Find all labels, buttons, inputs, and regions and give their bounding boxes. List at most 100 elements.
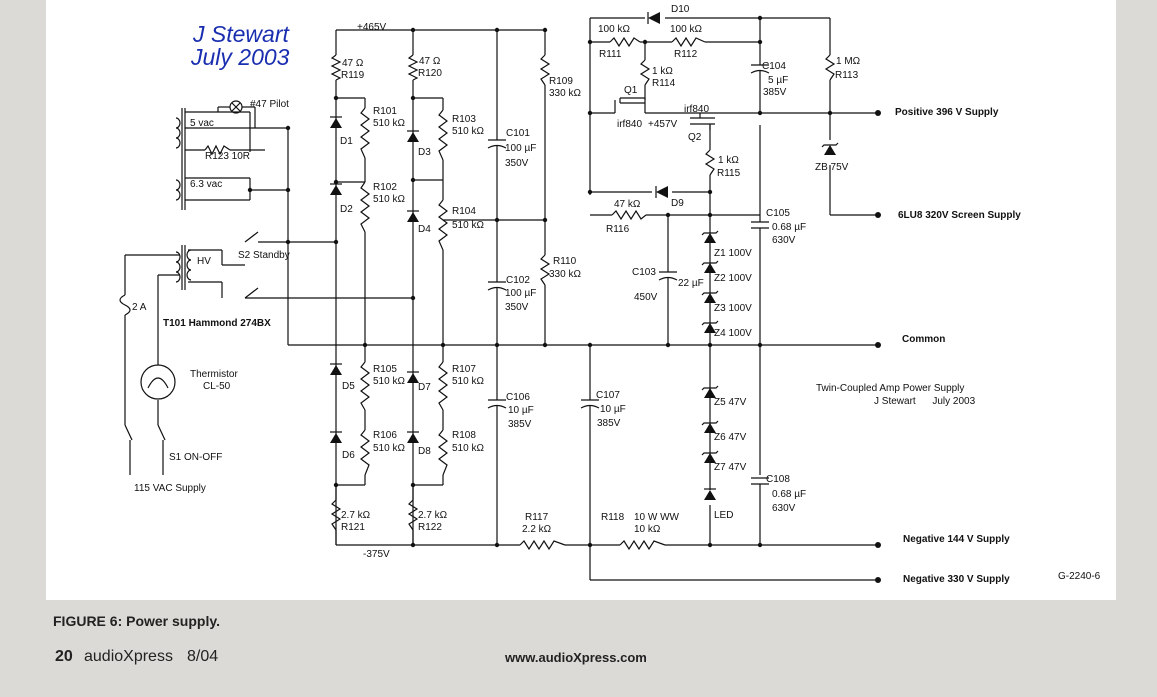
r121-ref: R121	[341, 522, 365, 533]
r119-ref: R119	[341, 70, 365, 81]
d1-label: D1	[340, 136, 353, 147]
c102-ref: C102	[506, 275, 530, 286]
r116-ref: R116	[606, 224, 630, 235]
r108-value: 510 kΩ	[452, 443, 484, 454]
hv-label: HV	[197, 256, 211, 267]
r105-value: 510 kΩ	[373, 376, 405, 387]
signature-name: J Stewart	[193, 21, 289, 47]
r112-value: 100 kΩ	[670, 24, 702, 35]
d2-label: D2	[340, 204, 353, 215]
footer-url: www.audioXpress.com	[505, 650, 647, 665]
z5-label: Z5 47V	[714, 397, 747, 408]
c102-voltage: 350V	[505, 302, 529, 313]
r106-value: 510 kΩ	[373, 443, 405, 454]
standby-label: S2 Standby	[238, 250, 290, 261]
c107-ref: C107	[596, 390, 620, 401]
c103-voltage: 450V	[634, 292, 658, 303]
d10-label: D10	[671, 4, 690, 15]
r114-ref: R114	[652, 78, 676, 89]
thermistor-label: Thermistor	[190, 369, 238, 380]
r120-ref: R120	[418, 68, 442, 79]
c106-ref: C106	[506, 392, 530, 403]
output-neg144: Negative 144 V Supply	[903, 534, 1010, 545]
z6-label: Z6 47V	[714, 432, 747, 443]
title-line2: J Stewart July 2003	[874, 396, 976, 407]
r118-ref: R118	[601, 512, 625, 523]
r114-value: 1 kΩ	[652, 66, 673, 77]
c101-voltage: 350V	[505, 158, 529, 169]
r115-ref: R115	[717, 168, 741, 179]
junction-dots	[247, 15, 833, 548]
thermistor-type: CL-50	[203, 381, 231, 392]
c105-voltage: 630V	[772, 235, 796, 246]
r103-value: 510 kΩ	[452, 126, 484, 137]
c106-voltage: 385V	[508, 419, 532, 430]
issue-number: 8/04	[187, 648, 219, 665]
led-label: LED	[714, 510, 733, 521]
z3-label: Z3 100V	[714, 303, 752, 314]
z1-label: Z1 100V	[714, 248, 752, 259]
drawing-number: G-2240-6	[1058, 571, 1101, 582]
c107-value: 10 µF	[600, 404, 626, 415]
r122-ref: R122	[418, 522, 442, 533]
r102-ref: R102	[373, 182, 397, 193]
output-terminals	[875, 110, 881, 583]
c103-value: 22 µF	[678, 278, 704, 289]
title-line1: Twin-Coupled Amp Power Supply	[816, 383, 964, 394]
fuse-label: 2 A	[132, 302, 147, 313]
r109-value: 330 kΩ	[549, 88, 581, 99]
z7-label: Z7 47V	[714, 462, 747, 473]
c105-ref: C105	[766, 208, 790, 219]
r103-ref: R103	[452, 114, 476, 125]
switch-label: S1 ON-OFF	[169, 452, 222, 463]
q2-label: Q2	[688, 132, 702, 143]
d3-label: D3	[418, 147, 431, 158]
r120-value: 47 Ω	[419, 56, 441, 67]
r118-value2: 10 kΩ	[634, 524, 661, 535]
output-screen: 6LU8 320V Screen Supply	[898, 210, 1021, 221]
c104-voltage: 385V	[763, 87, 787, 98]
z4-label: Z4 100V	[714, 328, 752, 339]
r123-label: R123 10R	[205, 151, 250, 162]
q-node-label: +457V	[648, 119, 678, 130]
r115-value: 1 kΩ	[718, 155, 739, 166]
r117-value: 2.2 kΩ	[522, 524, 552, 535]
v5-label: 5 vac	[190, 118, 214, 129]
r102-value: 510 kΩ	[373, 194, 405, 205]
capacitor-symbols	[487, 64, 770, 495]
output-common: Common	[902, 334, 945, 345]
schematic-sheet	[46, 0, 1116, 600]
diode-symbols	[330, 12, 839, 500]
mains-symbols	[119, 100, 256, 441]
r105-ref: R105	[373, 364, 397, 375]
c108-value: 0.68 µF	[772, 489, 806, 500]
r111-value: 100 kΩ	[598, 24, 630, 35]
q1-label: Q1	[624, 85, 638, 96]
d6-label: D6	[342, 450, 355, 461]
r101-value: 510 kΩ	[373, 118, 405, 129]
c105-value: 0.68 µF	[772, 222, 806, 233]
r104-ref: R104	[452, 206, 476, 217]
d8-label: D8	[418, 446, 431, 457]
c108-ref: C108	[766, 474, 790, 485]
d5-label: D5	[342, 381, 355, 392]
c101-ref: C101	[506, 128, 530, 139]
rail-top-label: +465V	[357, 22, 387, 33]
r108-ref: R108	[452, 430, 476, 441]
c104-ref: C104	[762, 61, 786, 72]
r109-ref: R109	[549, 76, 573, 87]
q1-type: irf840	[617, 119, 642, 130]
resistor-symbols	[204, 36, 836, 551]
transformer-label: T101 Hammond 274BX	[163, 318, 271, 329]
r112-ref: R112	[674, 49, 698, 60]
c104-value: 5 µF	[768, 75, 788, 86]
magazine-name: audioXpress	[84, 648, 173, 665]
c107-voltage: 385V	[597, 418, 621, 429]
wires	[124, 17, 878, 581]
mosfet-symbols	[614, 97, 715, 130]
figure-caption: FIGURE 6: Power supply.	[53, 613, 220, 629]
q2-type: irf840	[684, 104, 709, 115]
v63-label: 6.3 vac	[190, 179, 222, 190]
r119-value: 47 Ω	[342, 58, 364, 69]
r107-value: 510 kΩ	[452, 376, 484, 387]
